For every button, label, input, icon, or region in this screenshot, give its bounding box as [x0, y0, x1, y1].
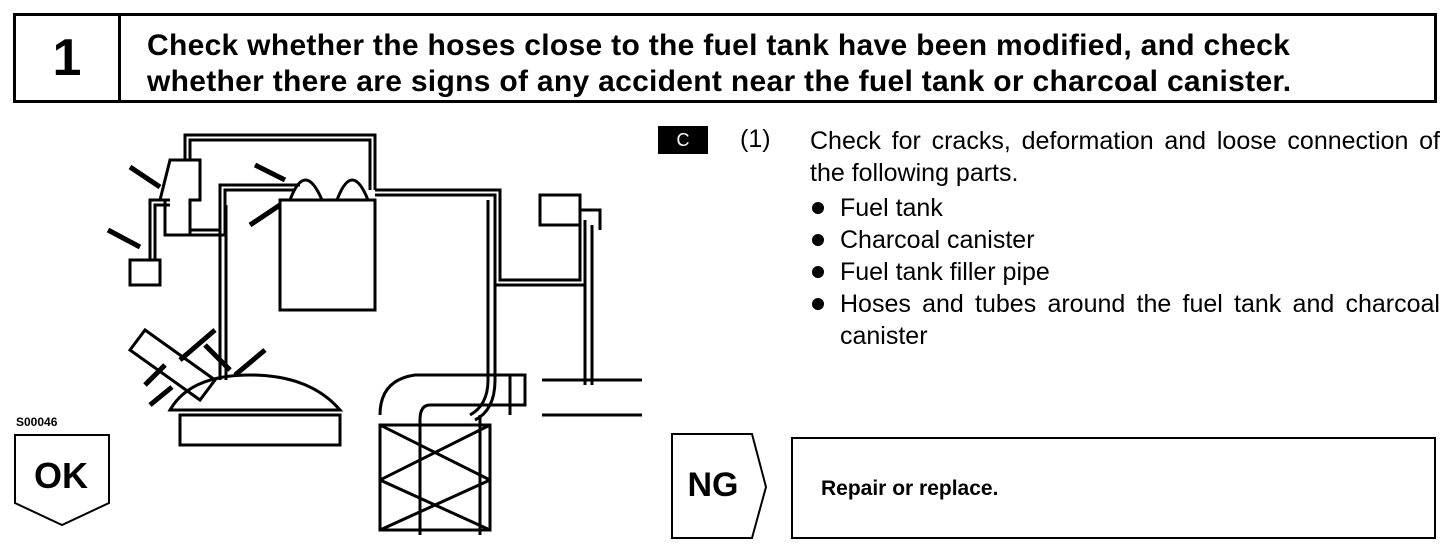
step-title-line-1: Check whether the hoses close to the fue…: [147, 29, 1291, 62]
instruction-number: (1): [740, 125, 771, 153]
list-item: Hoses and tubes around the fuel tank and…: [810, 288, 1440, 352]
ok-label: OK: [34, 455, 88, 496]
tank-dome-left: [288, 178, 324, 201]
list-item: Fuel tank filler pipe: [810, 256, 1440, 288]
list-item: Charcoal canister: [810, 224, 1440, 256]
bullet-icon: [812, 202, 824, 214]
ok-badge-shape: [14, 434, 110, 527]
bullet-icon: [812, 266, 824, 278]
sensor-box: [538, 193, 582, 227]
diagram-code: S00046: [16, 415, 58, 429]
canister-shape: [158, 158, 202, 237]
step-header: 1 Check whether the hoses close to the f…: [13, 13, 1437, 103]
list-item: Fuel tank: [810, 192, 1440, 224]
step-number: 1: [16, 16, 121, 100]
tank-dome-right: [335, 178, 370, 201]
bullet-icon: [812, 234, 824, 246]
ng-badge-shape: [671, 433, 768, 539]
step-title: Check whether the hoses close to the fue…: [121, 16, 1434, 100]
valve-shape: [128, 258, 162, 287]
bullet-icon: [812, 298, 824, 310]
condition-badge: C: [658, 126, 708, 154]
fuel-system-diagram: [106, 133, 642, 535]
instruction-text: Check for cracks, deformation and loose …: [810, 127, 1440, 187]
step-title-line-2: whether there are signs of any accident …: [147, 65, 1292, 98]
ng-result-box: Repair or replace.: [791, 437, 1436, 539]
ng-label: NG: [687, 466, 739, 504]
fuel-tank-shape: [278, 198, 377, 312]
ng-result-text: Repair or replace.: [821, 477, 999, 500]
parts-list: Fuel tank Charcoal canister Fuel tank fi…: [810, 192, 1440, 352]
filler-neck: [127, 327, 218, 403]
